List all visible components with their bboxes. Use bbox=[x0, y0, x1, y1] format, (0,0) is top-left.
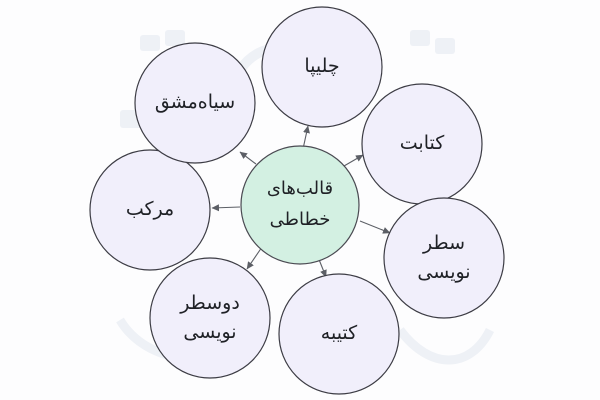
arrow-to-satr-nevisi bbox=[359, 220, 391, 234]
node-circle-chalipa bbox=[261, 6, 383, 128]
node-circle-dosatr-nevisi bbox=[149, 257, 271, 379]
arrow-to-siahmashgh bbox=[239, 151, 257, 165]
arrow-to-dosatr-nevisi bbox=[246, 246, 263, 270]
node-circle-satr-nevisi bbox=[383, 197, 505, 319]
arrow-to-morakkab bbox=[211, 204, 241, 212]
node-circle-siahmashgh bbox=[134, 42, 256, 164]
arrow-to-ketabat bbox=[343, 154, 364, 167]
node-circle-ketabat bbox=[361, 83, 483, 205]
node-circle-morakkab bbox=[89, 149, 211, 271]
center-circle bbox=[240, 145, 360, 265]
arrow-to-chalipa bbox=[302, 125, 310, 150]
node-circle-katibeh bbox=[278, 273, 400, 395]
